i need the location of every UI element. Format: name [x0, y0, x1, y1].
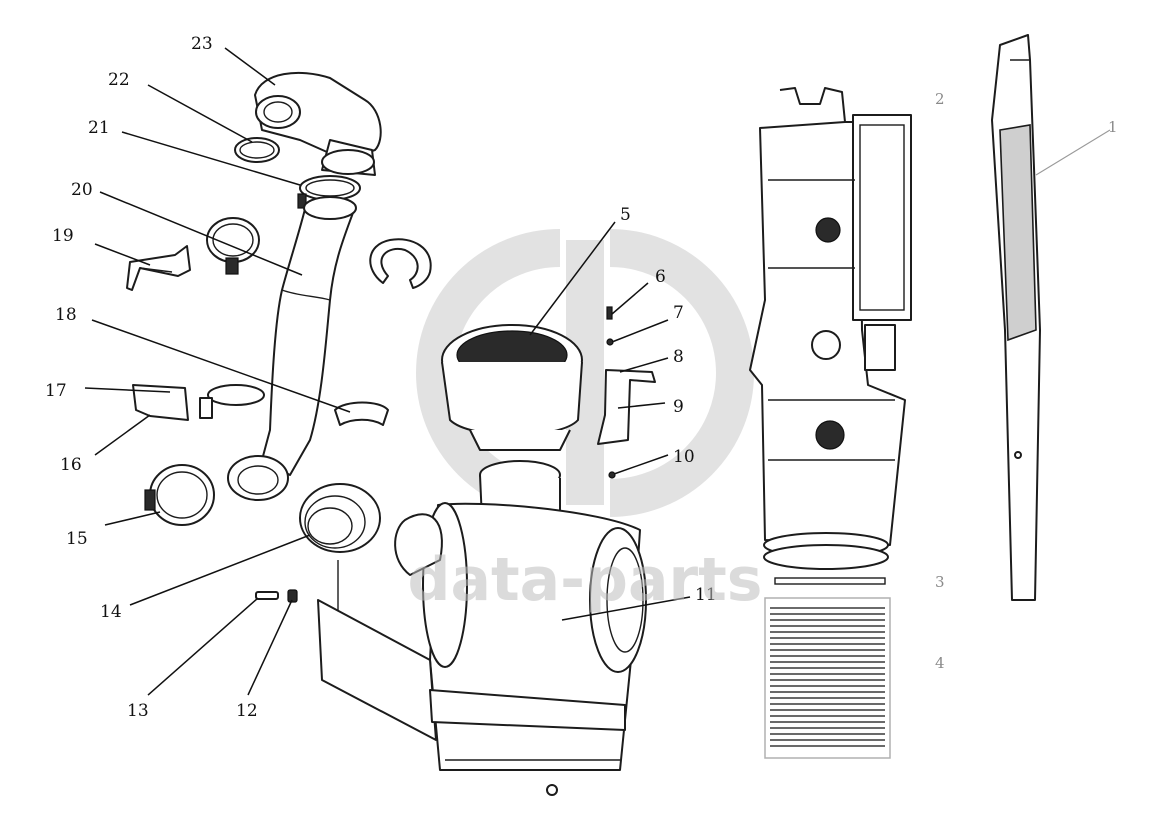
part-12-13-bolt-nut	[255, 589, 298, 603]
callout-label: 22	[108, 70, 130, 90]
callout-label: 7	[673, 303, 684, 323]
part-23-elbow-housing	[254, 71, 382, 176]
callout-label: 21	[88, 118, 110, 138]
callout-label: 12	[236, 701, 258, 721]
callout-label: 1	[1108, 118, 1118, 136]
part-open-clamp	[369, 238, 432, 289]
callout-label: 17	[45, 381, 67, 401]
part-22-clamp-ring	[234, 137, 280, 163]
part-18-half-clamp	[334, 401, 389, 426]
callout-label: 16	[60, 455, 82, 475]
callout-label: 9	[673, 397, 684, 417]
leader-lines	[84, 47, 1111, 696]
callout-label: 13	[127, 701, 149, 721]
callout-label: 18	[55, 305, 77, 325]
part-15-clamp-ring	[144, 464, 215, 526]
part-1-side-screen	[991, 34, 1041, 601]
callout-labels: 1 2 3 4 5 6 7 8 9 10 11 12 13 14 15 16 1…	[45, 34, 1118, 721]
part-split-clamp	[206, 217, 260, 275]
callout-label: 3	[935, 573, 945, 591]
callout-label: 11	[695, 585, 717, 605]
part-20-hose	[227, 196, 357, 501]
part-14-rubber-coupling	[299, 483, 381, 553]
part-3-gasket	[774, 577, 886, 585]
watermark-text: data-parts	[408, 545, 763, 615]
callout-label: 15	[66, 529, 88, 549]
callout-label: 4	[935, 654, 945, 672]
callout-label: 23	[191, 34, 213, 54]
callout-label: 6	[655, 267, 666, 287]
part-16-17-bracket-assembly	[132, 384, 265, 421]
part-21-hose-clamp	[297, 175, 361, 209]
part-4-grille	[764, 597, 891, 759]
part-19-bracket	[126, 245, 191, 291]
callout-label: 20	[71, 180, 93, 200]
callout-label: 14	[100, 602, 122, 622]
callout-label: 19	[52, 226, 74, 246]
callout-label: 2	[935, 90, 945, 108]
callout-label: 5	[620, 205, 631, 225]
part-11-air-filter-housing	[317, 502, 647, 796]
part-2-main-housing	[749, 87, 912, 570]
part-6-10-hardware	[597, 306, 656, 479]
part-5-filter-element	[441, 324, 583, 451]
callout-label: 8	[673, 347, 684, 367]
callout-label: 10	[673, 447, 695, 467]
